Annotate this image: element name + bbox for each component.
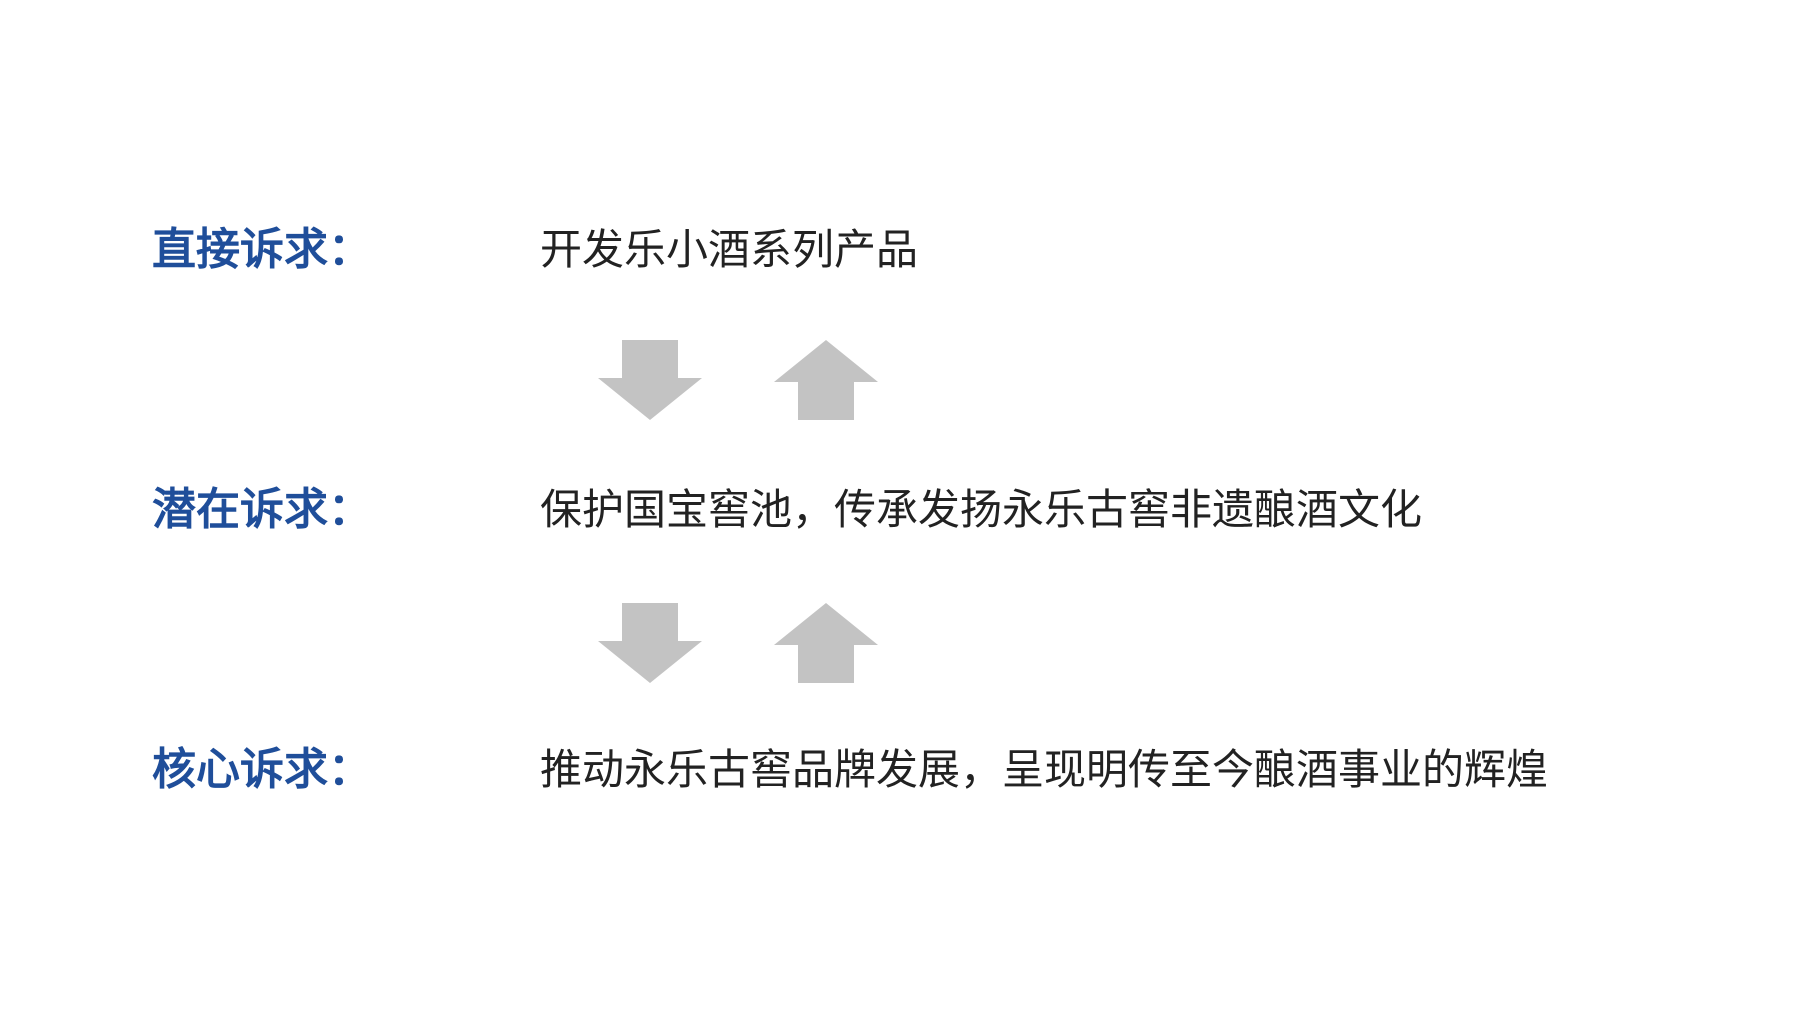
row-text-core: 推动永乐古窖品牌发展，呈现明传至今酿酒事业的辉煌 xyxy=(540,745,1549,794)
arrow-up-icon xyxy=(774,603,878,683)
arrow-pair-1 xyxy=(0,340,1800,420)
row-label-core: 核心诉求： xyxy=(152,744,372,795)
row-core-demand: 核心诉求： 推动永乐古窖品牌发展，呈现明传至今酿酒事业的辉煌 xyxy=(0,730,1800,810)
row-label-direct: 直接诉求： xyxy=(152,224,372,275)
arrow-pair-2 xyxy=(0,603,1800,683)
row-text-latent: 保护国宝窖池，传承发扬永乐古窖非遗酿酒文化 xyxy=(540,485,1423,534)
arrow-down-icon xyxy=(598,603,702,683)
arrow-up-icon xyxy=(774,340,878,420)
arrow-down-icon xyxy=(598,340,702,420)
row-direct-demand: 直接诉求： 开发乐小酒系列产品 xyxy=(0,210,1800,290)
row-text-direct: 开发乐小酒系列产品 xyxy=(540,225,919,274)
row-label-latent: 潜在诉求： xyxy=(152,484,372,535)
row-latent-demand: 潜在诉求： 保护国宝窖池，传承发扬永乐古窖非遗酿酒文化 xyxy=(0,470,1800,550)
